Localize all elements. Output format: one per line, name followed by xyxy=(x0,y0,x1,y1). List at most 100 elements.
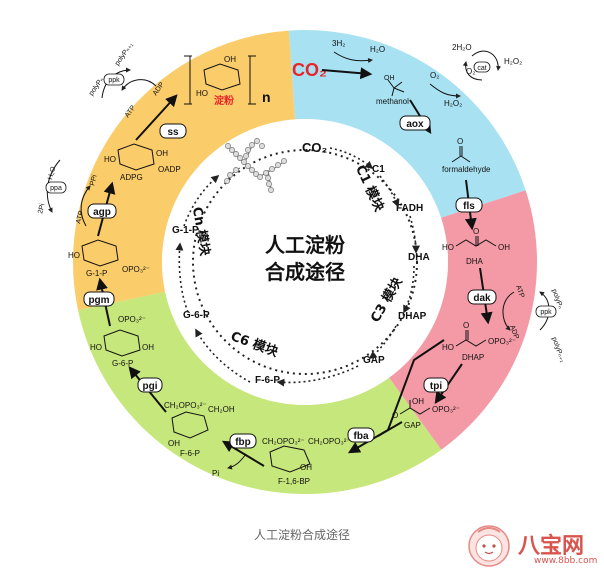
starch-label: 淀粉 xyxy=(214,94,234,107)
dhap-ho: HO xyxy=(442,343,454,352)
cycle-g1p-label: G-1-P xyxy=(172,225,199,236)
dha-ho: HO xyxy=(442,243,454,252)
f16bp-ch2opo3-right: CH₂OPO₃²⁻ xyxy=(308,437,351,446)
co2-input-label: CO₂ xyxy=(292,60,327,80)
enzyme-ppk-left: ppk xyxy=(103,73,125,86)
svg-text:ss: ss xyxy=(167,127,179,138)
ppa-2pi: 2Pi xyxy=(37,203,46,215)
site-watermark: 八宝网 www.8bb.com xyxy=(462,522,598,568)
fbp-pi-label: Pi xyxy=(212,469,219,478)
enzyme-fls: fls xyxy=(455,197,483,213)
dak-polypn1: polyPₙ₊₁ xyxy=(550,336,566,364)
svg-text:ppa: ppa xyxy=(50,185,62,192)
agp-atp: ATP xyxy=(75,210,85,225)
g6p-ho: HO xyxy=(90,343,102,352)
enzyme-dak: dak xyxy=(467,289,497,305)
enzyme-agp: agp xyxy=(87,203,117,219)
cofactor-o2: O₂ xyxy=(430,71,439,80)
adpg-label: ADPG xyxy=(120,173,143,182)
adpg-oh: OH xyxy=(156,149,168,158)
cofactor-h2o2-top: H₂O₂ xyxy=(504,57,522,66)
gap-oh: OH xyxy=(412,397,424,406)
svg-text:aox: aox xyxy=(406,119,424,130)
dha-oh: OH xyxy=(498,243,510,252)
svg-text:cat: cat xyxy=(477,65,486,72)
center-title-line-2: 合成途径 xyxy=(265,260,345,284)
enzyme-aox: aox xyxy=(399,115,431,131)
enzyme-pgm: pgm xyxy=(83,291,115,307)
cofactor-2h2o: 2H₂O xyxy=(452,43,472,52)
enzyme-tpi: tpi xyxy=(423,377,449,393)
dhap-o: O xyxy=(463,321,469,330)
starch-oh: OH xyxy=(224,55,236,64)
g1p-label: G-1-P xyxy=(86,269,107,278)
enzyme-fba: fba xyxy=(347,427,375,443)
starch-branch-icon xyxy=(224,138,287,193)
ppk-polypn1: polyPₙ₊₁ xyxy=(114,41,135,67)
cycle-gap-label: GAP xyxy=(363,355,385,366)
svg-text:agp: agp xyxy=(93,207,111,218)
f16bp-ch2opo3-left: CH₂OPO₃²⁻ xyxy=(262,437,305,446)
formaldehyde-o: O xyxy=(457,137,463,146)
enzyme-pgi: pgi xyxy=(137,377,163,393)
g6p-opo3: OPO₃²⁻ xyxy=(118,315,146,324)
cofactor-o2-top: O₂ xyxy=(466,67,475,76)
svg-text:fba: fba xyxy=(354,431,369,442)
watermark-url: www.8bb.com xyxy=(534,556,598,566)
g1p-ho: HO xyxy=(68,251,80,260)
svg-text:pgm: pgm xyxy=(88,295,109,306)
cycle-f6p-label: F-6-P xyxy=(255,375,280,386)
svg-text:fbp: fbp xyxy=(235,437,251,448)
g1p-opo3: OPO₃²⁻ xyxy=(122,265,150,274)
gap-opo3: OPO₃²⁻ xyxy=(432,405,460,414)
f16bp-oh: OH xyxy=(300,463,312,472)
cycle-co2-label: CO₂ xyxy=(302,140,328,155)
enzyme-fbp: fbp xyxy=(229,433,257,449)
starch-n-label: n xyxy=(262,89,271,105)
adpg-oadp: OADP xyxy=(158,165,181,174)
starch-ho: HO xyxy=(196,89,208,98)
g6p-label: G-6-P xyxy=(112,359,133,368)
starch-pathway-diagram: 人工淀粉 合成途径 CO₂ C1 FADH DHA DHAP GAP F-6-P… xyxy=(37,29,566,494)
methanol-label: methanol xyxy=(376,97,409,106)
cycle-dha-label: DHA xyxy=(408,252,430,263)
cycle-g6p-label: G-6-P xyxy=(183,310,210,321)
dha-o: O xyxy=(473,227,479,236)
svg-text:dak: dak xyxy=(473,293,491,304)
dhap-label: DHAP xyxy=(462,353,484,362)
svg-text:tpi: tpi xyxy=(430,381,442,392)
svg-text:ppk: ppk xyxy=(540,309,552,316)
enzyme-ppk-right: ppk xyxy=(535,305,557,318)
enzyme-ppa: ppa xyxy=(45,181,67,194)
cofactor-h2o2: H₂O₂ xyxy=(444,99,462,108)
sector-cn xyxy=(73,30,296,311)
dhap-opo3: OPO₃²⁻ xyxy=(488,337,516,346)
watermark-text: 八宝网 xyxy=(518,534,585,559)
ppa-h2o: H₂O xyxy=(47,165,57,180)
agp-ppi: PPi xyxy=(89,174,99,187)
gap-o: O xyxy=(392,411,398,420)
dha-label: DHA xyxy=(466,257,484,266)
adpg-ho: HO xyxy=(104,155,116,164)
g6p-oh: OH xyxy=(142,343,154,352)
formaldehyde-label: formaldehyde xyxy=(442,165,491,174)
gap-label: GAP xyxy=(404,421,421,430)
center-title-line-1: 人工淀粉 xyxy=(265,233,345,257)
svg-text:fls: fls xyxy=(463,201,475,212)
dak-atp: ATP xyxy=(514,284,525,299)
enzyme-cat: cat xyxy=(473,61,491,73)
cofactor-3h2: 3H₂ xyxy=(332,39,345,48)
dak-adp: ADP xyxy=(508,324,520,340)
f6p-ch2oh: CH₂OH xyxy=(208,405,235,414)
svg-text:pgi: pgi xyxy=(143,381,158,392)
f6p-ch2opo3: CH₂OPO₃²⁻ xyxy=(164,401,207,410)
svg-text:ppk: ppk xyxy=(108,77,120,84)
f6p-oh: OH xyxy=(168,439,180,448)
methanol-oh: OH xyxy=(384,75,395,82)
cycle-fadh-label: FADH xyxy=(396,203,423,214)
mascot-logo-icon xyxy=(468,525,510,567)
cycle-dhap-label: DHAP xyxy=(398,311,427,322)
figure-caption: 人工淀粉合成途径 xyxy=(253,528,350,542)
cycle-c1-label: C1 xyxy=(372,164,385,175)
cofactor-h2o-top: H₂O xyxy=(370,45,385,54)
